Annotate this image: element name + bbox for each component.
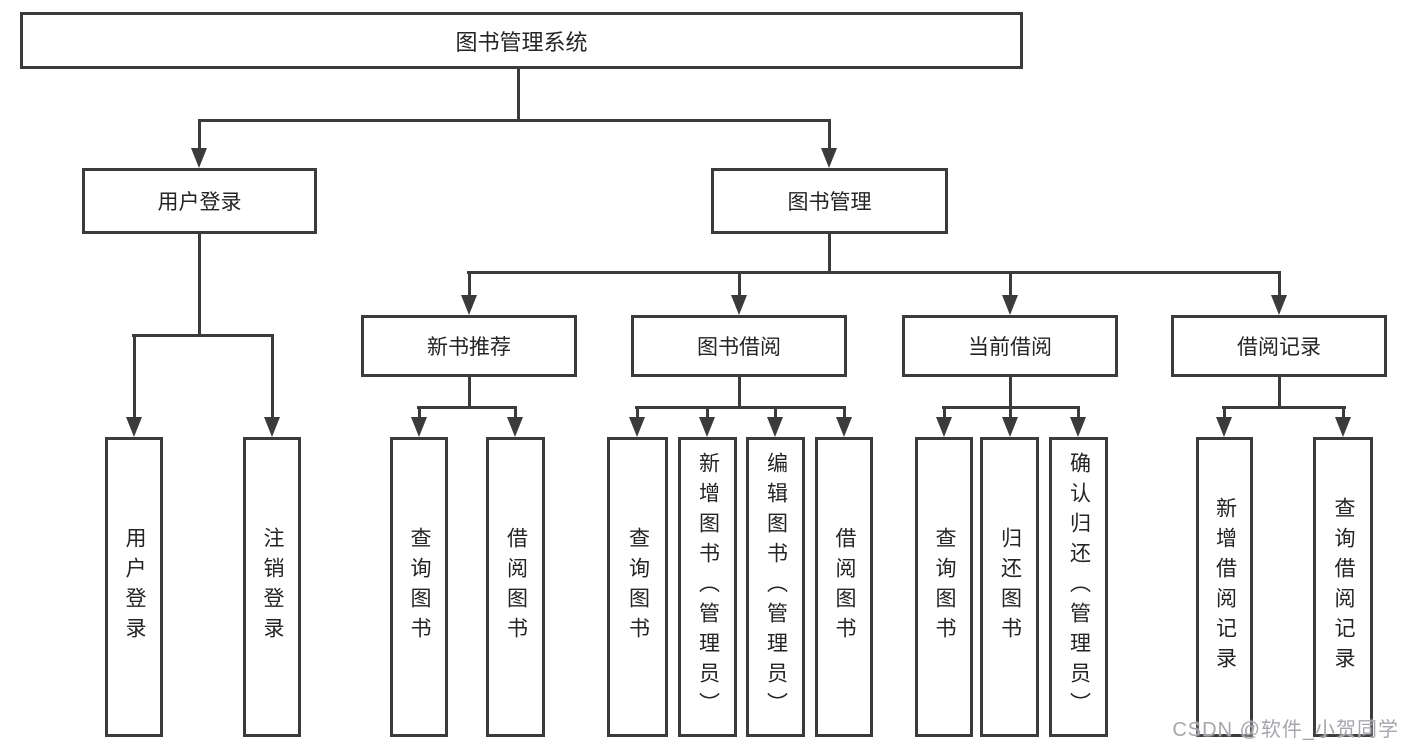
- node-add-book-admin: 新增图书（管理员）: [678, 437, 737, 737]
- arrow-down-icon: [411, 417, 427, 437]
- connector-line: [132, 334, 136, 420]
- arrow-down-icon: [507, 417, 523, 437]
- connector-line: [417, 406, 421, 420]
- node-label: 查询图书: [933, 527, 956, 647]
- connector-line: [942, 405, 1080, 409]
- connector-line: [197, 232, 201, 336]
- connector-line: [827, 232, 831, 273]
- node-label: 归还图书: [998, 527, 1022, 647]
- connector-line: [132, 333, 274, 337]
- node-edit-book-admin: 编辑图书（管理员）: [746, 437, 805, 737]
- arrow-down-icon: [936, 417, 952, 437]
- connector-line: [1008, 271, 1012, 299]
- node-query-books: 查询图书: [607, 437, 668, 737]
- node-return-books: 归还图书: [980, 437, 1039, 737]
- connector-line: [1222, 406, 1226, 420]
- node-logout-action: 注销登录: [243, 437, 301, 737]
- node-label: 编辑图书（管理员）: [764, 452, 788, 722]
- node-label: 新增图书（管理员）: [696, 452, 720, 722]
- node-label: 借阅记录: [1237, 336, 1321, 359]
- node-label: 图书管理系统: [455, 29, 588, 55]
- connector-line: [773, 406, 777, 420]
- connector-line: [1008, 406, 1012, 420]
- node-borrowing-records: 借阅记录: [1171, 315, 1387, 377]
- arrow-down-icon: [629, 417, 645, 437]
- node-label: 用户登录: [157, 191, 242, 214]
- node-label: 借阅图书: [833, 527, 856, 647]
- connector-line: [737, 375, 741, 408]
- node-query-books: 查询图书: [915, 437, 973, 737]
- connector-line: [737, 271, 741, 299]
- arrow-down-icon: [191, 148, 207, 168]
- node-query-borrow-record: 查询借阅记录: [1313, 437, 1373, 737]
- node-label: 查询图书: [408, 527, 431, 647]
- arrow-down-icon: [821, 148, 837, 168]
- node-label: 用户登录: [123, 527, 146, 647]
- node-new-book-recommendation: 新书推荐: [361, 315, 577, 377]
- arrow-down-icon: [836, 417, 852, 437]
- connector-line: [467, 271, 471, 299]
- connector-line: [827, 119, 831, 152]
- arrow-down-icon: [1271, 295, 1287, 315]
- node-borrow-books: 借阅图书: [815, 437, 873, 737]
- connector-line: [842, 406, 846, 420]
- arrow-down-icon: [767, 417, 783, 437]
- arrow-down-icon: [731, 295, 747, 315]
- node-confirm-return-admin: 确认归还（管理员）: [1049, 437, 1108, 737]
- connector-line: [197, 119, 201, 152]
- node-label: 图书借阅: [697, 336, 781, 359]
- node-label: 查询图书: [626, 527, 650, 647]
- arrow-down-icon: [126, 417, 142, 437]
- connector-line: [198, 118, 831, 122]
- arrow-down-icon: [1216, 417, 1232, 437]
- arrow-down-icon: [699, 417, 715, 437]
- watermark: CSDN @软件_小贺同学: [1172, 719, 1399, 741]
- node-book-borrowing: 图书借阅: [631, 315, 847, 377]
- connector-line: [1222, 405, 1346, 409]
- node-current-borrowing: 当前借阅: [902, 315, 1118, 377]
- node-label: 确认归还（管理员）: [1067, 452, 1091, 722]
- node-label: 新书推荐: [427, 336, 511, 359]
- node-library-management-system: 图书管理系统: [20, 12, 1023, 69]
- connector-line: [1277, 271, 1281, 299]
- arrow-down-icon: [264, 417, 280, 437]
- node-label: 当前借阅: [968, 336, 1052, 359]
- arrow-down-icon: [1070, 417, 1086, 437]
- connector-line: [1076, 406, 1080, 420]
- connector-line: [1341, 406, 1345, 420]
- node-label: 注销登录: [261, 527, 284, 647]
- node-book-management: 图书管理: [711, 168, 948, 234]
- node-label: 新增借阅记录: [1213, 497, 1237, 677]
- node-label: 借阅图书: [504, 527, 528, 647]
- arrow-down-icon: [461, 295, 477, 315]
- connector-line: [1277, 375, 1281, 408]
- node-add-borrow-record: 新增借阅记录: [1196, 437, 1253, 737]
- connector-line: [467, 270, 1281, 274]
- connector-line: [635, 406, 639, 420]
- arrow-down-icon: [1002, 417, 1018, 437]
- node-label: 查询借阅记录: [1332, 497, 1355, 677]
- node-query-books: 查询图书: [390, 437, 448, 737]
- connector-line: [1008, 375, 1012, 408]
- connector-line: [513, 406, 517, 420]
- connector-line: [516, 69, 520, 121]
- connector-line: [705, 406, 709, 420]
- arrow-down-icon: [1335, 417, 1351, 437]
- connector-line: [417, 405, 517, 409]
- connector-line: [270, 334, 274, 420]
- connector-line: [942, 406, 946, 420]
- node-borrow-books: 借阅图书: [486, 437, 545, 737]
- arrow-down-icon: [1002, 295, 1018, 315]
- node-user-login-action: 用户登录: [105, 437, 163, 737]
- connector-line: [635, 405, 846, 409]
- node-label: 图书管理: [787, 191, 872, 214]
- connector-line: [467, 375, 471, 408]
- node-user-login: 用户登录: [82, 168, 317, 234]
